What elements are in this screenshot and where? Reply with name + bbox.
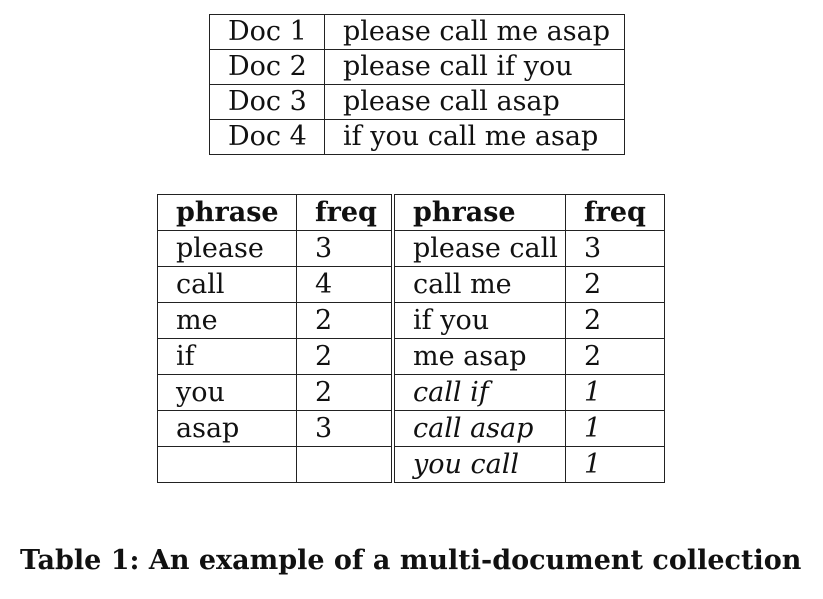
table-row: Doc 2 please call if you: [209, 49, 625, 85]
bigram-freq-cell: 2: [565, 266, 665, 303]
table-row: please 3 please call 3: [157, 230, 665, 267]
table-caption: Table 1: An example of a multi-document …: [20, 545, 802, 576]
bigram-phrase-cell: call asap: [391, 410, 566, 447]
bigram-freq-cell: 1: [565, 410, 665, 447]
table-row: Doc 4 if you call me asap: [209, 119, 625, 155]
bigram-freq-cell: 3: [565, 230, 665, 267]
table-row: Doc 3 please call asap: [209, 84, 625, 120]
doc-id-cell: Doc 2: [209, 49, 325, 85]
header-freq-bigram: freq: [565, 194, 665, 231]
unigram-freq-cell: 3: [296, 410, 394, 447]
unigram-phrase-cell: [157, 446, 297, 483]
unigram-freq-cell: 2: [296, 338, 394, 375]
unigram-phrase-cell: me: [157, 302, 297, 339]
header-phrase-bigram: phrase: [391, 194, 566, 231]
bigram-phrase-cell: please call: [391, 230, 566, 267]
unigram-phrase-cell: please: [157, 230, 297, 267]
doc-id-cell: Doc 1: [209, 14, 325, 50]
table-row: you call 1: [157, 446, 665, 483]
doc-text-cell: please call asap: [324, 84, 625, 120]
table-row: if 2 me asap 2: [157, 338, 665, 375]
unigram-freq-cell: 4: [296, 266, 394, 303]
unigram-phrase-cell: call: [157, 266, 297, 303]
unigram-phrase-cell: you: [157, 374, 297, 411]
bigram-phrase-cell: you call: [391, 446, 566, 483]
unigram-freq-cell: 2: [296, 302, 394, 339]
doc-id-cell: Doc 4: [209, 119, 325, 155]
bigram-phrase-cell: call if: [391, 374, 566, 411]
unigram-phrase-cell: if: [157, 338, 297, 375]
table-row: call 4 call me 2: [157, 266, 665, 303]
doc-text-cell: please call me asap: [324, 14, 625, 50]
documents-table: Doc 1 please call me asap Doc 2 please c…: [209, 14, 625, 155]
bigram-phrase-cell: me asap: [391, 338, 566, 375]
header-phrase-unigram: phrase: [157, 194, 297, 231]
header-row: phrase freq phrase freq: [157, 194, 665, 231]
header-freq-unigram: freq: [296, 194, 394, 231]
unigram-freq-cell: 2: [296, 374, 394, 411]
bigram-phrase-cell: if you: [391, 302, 566, 339]
bigram-phrase-cell: call me: [391, 266, 566, 303]
bigram-freq-cell: 2: [565, 338, 665, 375]
unigram-phrase-cell: asap: [157, 410, 297, 447]
doc-text-cell: please call if you: [324, 49, 625, 85]
table-row: you 2 call if 1: [157, 374, 665, 411]
doc-id-cell: Doc 3: [209, 84, 325, 120]
bigram-freq-cell: 2: [565, 302, 665, 339]
unigram-freq-cell: 3: [296, 230, 394, 267]
phrase-frequency-table: phrase freq phrase freq please 3 please …: [157, 194, 665, 483]
unigram-freq-cell: [296, 446, 394, 483]
table-row: asap 3 call asap 1: [157, 410, 665, 447]
table-row: Doc 1 please call me asap: [209, 14, 625, 50]
bigram-freq-cell: 1: [565, 446, 665, 483]
doc-text-cell: if you call me asap: [324, 119, 625, 155]
table-row: me 2 if you 2: [157, 302, 665, 339]
bigram-freq-cell: 1: [565, 374, 665, 411]
